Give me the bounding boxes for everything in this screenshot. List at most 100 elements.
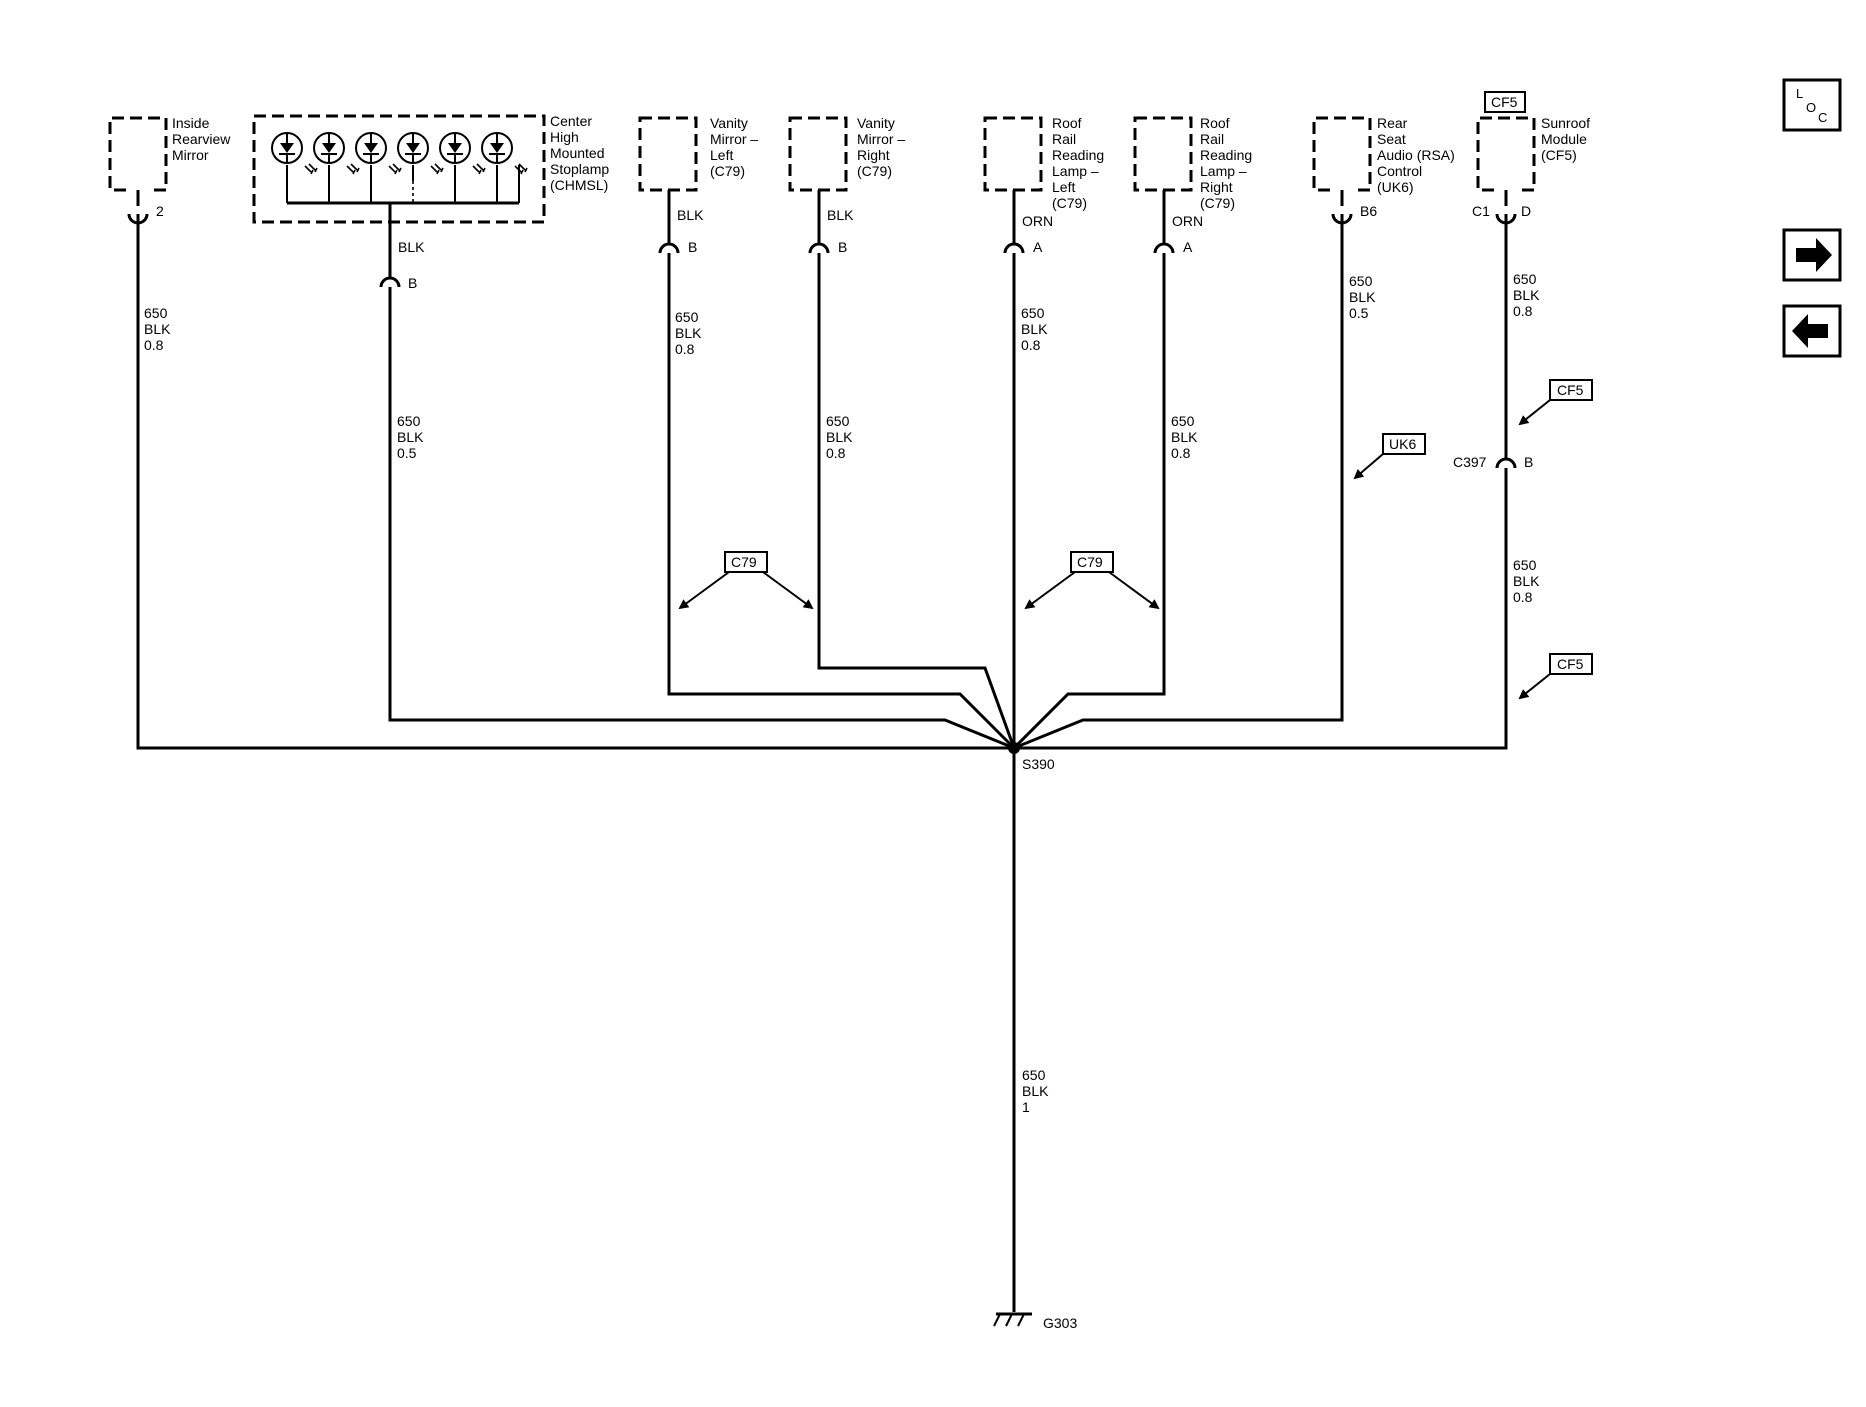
rsa-control: Rear Seat Audio (RSA) Control (UK6) [1312,115,1455,195]
chmsl-label-3: Mounted [550,145,604,161]
spec-sunroof-upper-2: BLK [1513,287,1540,303]
loc-letter-c: C [1818,110,1827,125]
roof-right-label-3: Reading [1200,147,1252,163]
spec-vanity-right-2: BLK [826,429,853,445]
roof-rail-lamp-right: Roof Rail Reading Lamp – Right (C79) [1133,115,1252,211]
spec-sunroof-upper-3: 0.8 [1513,303,1533,319]
wire-color-roof-left: ORN [1022,213,1053,229]
chmsl-label-5: (CHMSL) [550,177,608,193]
arrow-left-icon [1792,314,1828,348]
roof-right-label-4: Lamp – [1200,163,1247,179]
rsa-label-2: Seat [1377,131,1406,147]
roof-right-label-5: Right [1200,179,1233,195]
pin-chmsl: B [408,275,417,291]
vanity-right-label-1: Vanity [857,115,895,131]
spec-rsa-2: BLK [1349,289,1376,305]
vanity-right-label-3: Right [857,147,890,163]
roof-left-label-1: Roof [1052,115,1082,131]
wire-color-vanity-left: BLK [677,207,704,223]
spec-rsa-1: 650 [1349,273,1373,289]
vanity-mirror-right: Vanity Mirror – Right (C79) [788,115,905,192]
pin-inside-mirror: 2 [156,203,164,219]
loc-letter-l: L [1796,86,1803,101]
arrow-right-icon [1796,238,1832,272]
ground-label: G303 [1043,1315,1077,1331]
pin-roof-left: A [1033,239,1043,255]
roof-right-label-6: (C79) [1200,195,1235,211]
pin-vanity-left: B [688,239,697,255]
pin-sunroof-d: D [1521,203,1531,219]
spec-sunroof-lower-2: BLK [1513,573,1540,589]
vanity-left-label-1: Vanity [710,115,748,131]
spec-chmsl-2: BLK [397,429,424,445]
wires [136,190,1508,1312]
forward-button[interactable] [1782,228,1842,282]
spec-rsa-3: 0.5 [1349,305,1369,321]
rsa-label-4: Control [1377,163,1422,179]
led-6-icon [481,132,528,175]
pin-sunroof-c1: C1 [1472,203,1490,219]
splice-s390: S390 [1008,742,1055,772]
back-button[interactable] [1782,304,1842,358]
pin-rsa: B6 [1360,203,1377,219]
roof-left-label-5: Left [1052,179,1075,195]
roof-right-label-2: Rail [1200,131,1224,147]
spec-roof-left-1: 650 [1021,305,1045,321]
inside-mirror-label-2: Rearview [172,131,231,147]
spec-vanity-left-3: 0.8 [675,341,695,357]
roof-left-label-4: Lamp – [1052,163,1099,179]
inside-rearview-mirror: Inside Rearview Mirror [108,115,231,192]
pin-c397: B [1524,454,1533,470]
chmsl-label-4: Stoplamp [550,161,609,177]
inside-mirror-label-3: Mirror [172,147,209,163]
spec-inside-3: 0.8 [144,337,164,353]
spec-roof-right-3: 0.8 [1171,445,1191,461]
cf5-top-tag: CF5 [1491,94,1518,110]
vanity-left-label-4: (C79) [710,163,745,179]
spec-sunroof-upper-1: 650 [1513,271,1537,287]
led-3-icon [355,132,402,175]
led-5-icon [439,132,486,175]
splice-label: S390 [1022,756,1055,772]
loc-button[interactable]: L O C [1782,78,1842,132]
spec-roof-left-3: 0.8 [1021,337,1041,353]
spec-roof-right-2: BLK [1171,429,1198,445]
vanity-right-label-2: Mirror – [857,131,905,147]
roof-right-label-1: Roof [1200,115,1230,131]
spec-ground-1: 650 [1022,1067,1046,1083]
pin-roof-right: A [1183,239,1193,255]
spec-sunroof-lower-3: 0.8 [1513,589,1533,605]
vanity-left-label-3: Left [710,147,733,163]
chmsl-label-2: High [550,129,579,145]
spec-inside-1: 650 [144,305,168,321]
connector-symbols: 2 B B B A A B6 C1 D C397 B [127,203,1533,470]
roof-left-label-6: (C79) [1052,195,1087,211]
led-2-icon [313,132,360,175]
uk6-tag: UK6 [1389,436,1416,452]
connector-c397: C397 [1453,454,1487,470]
ground-g303: G303 [993,1312,1077,1331]
loc-letter-o: O [1806,100,1816,115]
roof-rail-lamp-left: Roof Rail Reading Lamp – Left (C79) [983,115,1104,211]
sunroof-label-1: Sunroof [1541,115,1590,131]
spec-chmsl-3: 0.5 [397,445,417,461]
spec-vanity-right-1: 650 [826,413,850,429]
wire-labels: BLK BLK BLK ORN ORN 650 BLK 0.8 650 BLK … [144,207,1540,1115]
wire-color-chmsl: BLK [398,239,425,255]
option-tags: CF5 CF5 UK6 C79 C79 [678,379,1593,700]
roof-left-label-3: Reading [1052,147,1104,163]
wire-color-vanity-right: BLK [827,207,854,223]
inside-mirror-label-1: Inside [172,115,210,131]
spec-roof-left-2: BLK [1021,321,1048,337]
vanity-mirror-left: Vanity Mirror – Left (C79) [638,115,758,192]
vanity-left-label-2: Mirror – [710,131,758,147]
rsa-label-1: Rear [1377,115,1408,131]
cf5-mid-tag: CF5 [1557,382,1584,398]
rsa-label-3: Audio (RSA) [1377,147,1455,163]
spec-roof-right-1: 650 [1171,413,1195,429]
spec-vanity-left-2: BLK [675,325,702,341]
spec-vanity-left-1: 650 [675,309,699,325]
pin-vanity-right: B [838,239,847,255]
roof-left-label-2: Rail [1052,131,1076,147]
